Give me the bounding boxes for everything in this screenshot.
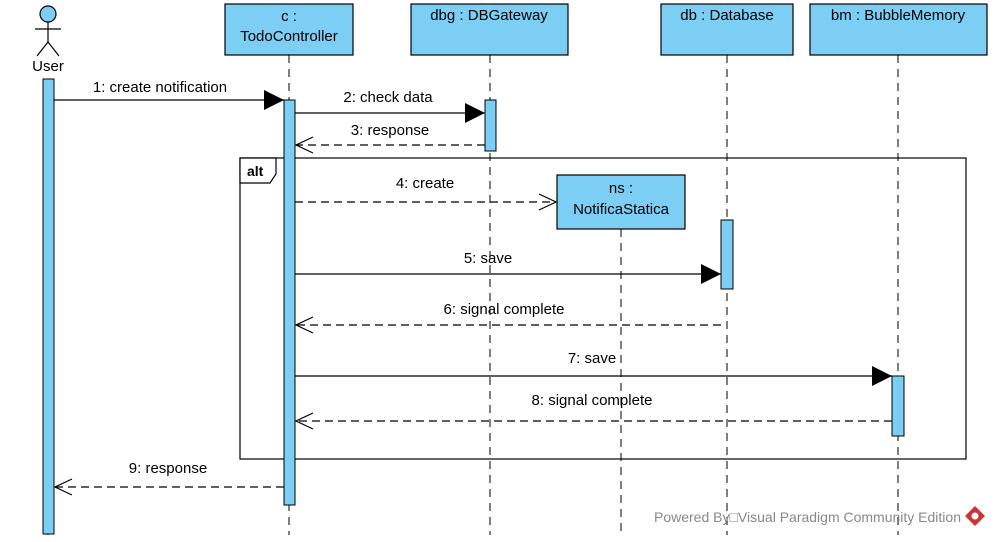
- participant-dbg[interactable]: dbg : DBGateway: [410, 3, 569, 56]
- activation-bm: [891, 375, 905, 437]
- activation-db: [720, 219, 734, 290]
- message-8[interactable]: 8: signal complete: [294, 392, 892, 430]
- message-6-label: 6: signal complete: [444, 301, 565, 318]
- ns-line1: ns :: [609, 180, 633, 197]
- message-2-label: 2: check data: [343, 89, 433, 106]
- participant-db-label: db : Database: [680, 7, 773, 24]
- alt-fragment: alt: [239, 157, 967, 460]
- participant-c-line2: TodoController: [240, 28, 338, 45]
- message-9-label: 9: response: [129, 460, 207, 477]
- participant-dbg-label: dbg : DBGateway: [430, 7, 548, 24]
- message-8-label: 8: signal complete: [532, 392, 653, 409]
- participant-c-line1: c :: [281, 8, 297, 25]
- visual-paradigm-logo-icon: [965, 506, 985, 526]
- message-2[interactable]: 2: check data: [295, 89, 485, 123]
- message-1[interactable]: 1: create notification: [54, 79, 284, 110]
- participant-db[interactable]: db : Database: [660, 3, 794, 56]
- activation-c: [283, 99, 296, 506]
- message-3[interactable]: 3: response: [294, 122, 485, 154]
- ns-line2: NotificaStatica: [573, 201, 670, 218]
- message-4[interactable]: 4: create: [295, 175, 558, 211]
- alt-operator-label: alt: [247, 163, 264, 179]
- user-actor-icon[interactable]: [35, 5, 61, 57]
- message-7-label: 7: save: [568, 350, 616, 367]
- participant-bm[interactable]: bm : BubbleMemory: [809, 3, 988, 56]
- message-5[interactable]: 5: save: [295, 250, 721, 284]
- participant-bm-label: bm : BubbleMemory: [831, 7, 966, 24]
- message-6[interactable]: 6: signal complete: [294, 301, 721, 334]
- activation-user: [42, 78, 55, 535]
- message-5-label: 5: save: [464, 250, 512, 267]
- message-1-label: 1: create notification: [93, 79, 227, 96]
- actor-label: User: [32, 58, 64, 75]
- message-4-label: 4: create: [396, 175, 454, 192]
- created-object-ns[interactable]: ns : NotificaStatica: [556, 174, 686, 230]
- message-9[interactable]: 9: response: [53, 460, 284, 496]
- activation-dbg: [484, 99, 497, 152]
- message-3-label: 3: response: [351, 122, 429, 139]
- message-7[interactable]: 7: save: [295, 350, 892, 386]
- powered-by-footer: Powered By□Visual Paradigm Community Edi…: [654, 509, 961, 525]
- participant-c[interactable]: c : TodoController: [224, 3, 354, 56]
